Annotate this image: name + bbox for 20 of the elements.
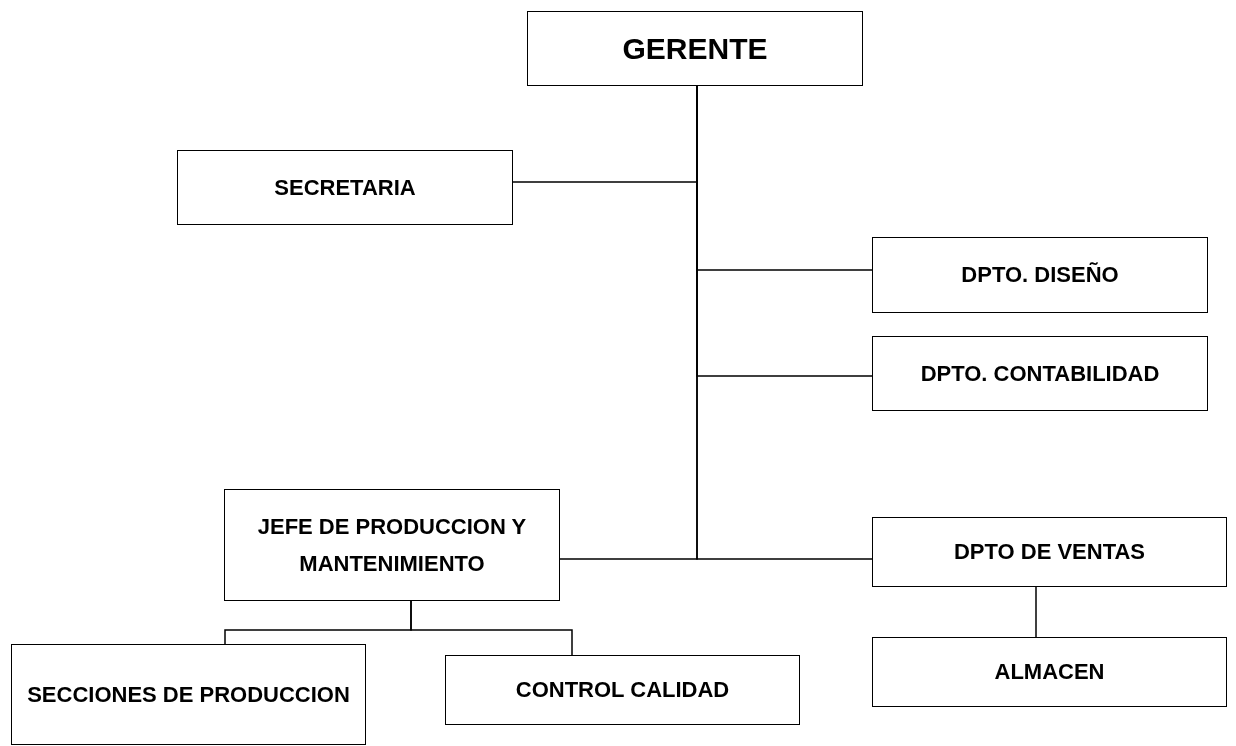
box-label: DPTO. CONTABILIDAD [920, 359, 1160, 388]
box-label: SECRETARIA [274, 173, 416, 202]
box-label: CONTROL CALIDAD [515, 676, 730, 705]
org-box [872, 336, 1208, 411]
org-box [224, 489, 560, 601]
box-label: DPTO. DISEÑO [961, 261, 1119, 290]
org-box [872, 637, 1227, 707]
box-label: JEFE DE PRODUCCION Y MANTENIMIENTO [256, 512, 528, 578]
org-box [445, 655, 800, 725]
box-label: SECCIONES DE PRODUCCION [27, 680, 350, 709]
connector-line [410, 600, 573, 656]
box-label: GERENTE [622, 31, 768, 67]
org-box [177, 150, 513, 225]
box-label: ALMACEN [994, 658, 1105, 687]
org-box [11, 644, 366, 745]
org-box [527, 11, 863, 86]
box-label: DPTO DE VENTAS [953, 538, 1146, 567]
org-box [872, 517, 1227, 587]
connector-line [1035, 586, 1037, 638]
org-box [872, 237, 1208, 313]
